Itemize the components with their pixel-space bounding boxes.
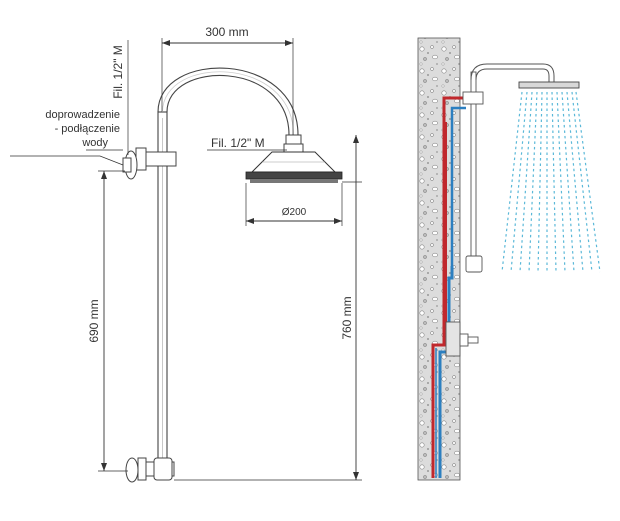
shower-head <box>245 151 343 183</box>
head-thread-label: Fil. 1/2" M <box>211 136 265 150</box>
mixer-valve <box>445 321 479 357</box>
inlet-note-line2: - podłączenie <box>55 123 120 135</box>
inlet-thread-label: Fil. 1/2" M <box>111 45 125 99</box>
cold-water-pipe <box>438 266 454 478</box>
gooseneck-arm <box>157 67 299 136</box>
upper-mount <box>462 91 484 105</box>
inlet-height-label: 690 mm <box>87 299 101 342</box>
lower-wall-bracket <box>125 457 175 483</box>
head-diameter-label: Ø200 <box>282 207 307 218</box>
installation-illustration <box>417 37 601 481</box>
rain-shower-head <box>518 81 580 89</box>
hot-water-pipe <box>431 96 466 478</box>
head-connector-nut <box>285 134 302 145</box>
technical-drawing: 300 mm Fil. 1/2" M Fil. 1/2" M doprowadz… <box>10 25 362 483</box>
inlet-note-line3: wody <box>81 137 108 149</box>
inlet-note-line1: doprowadzenie <box>45 109 120 121</box>
lower-mount <box>465 255 483 273</box>
head-height-label: 760 mm <box>340 296 354 339</box>
arm-width-label: 300 mm <box>205 25 248 39</box>
shower-arm <box>470 63 555 82</box>
water-spray <box>501 91 601 273</box>
upper-wall-bracket <box>122 147 177 180</box>
